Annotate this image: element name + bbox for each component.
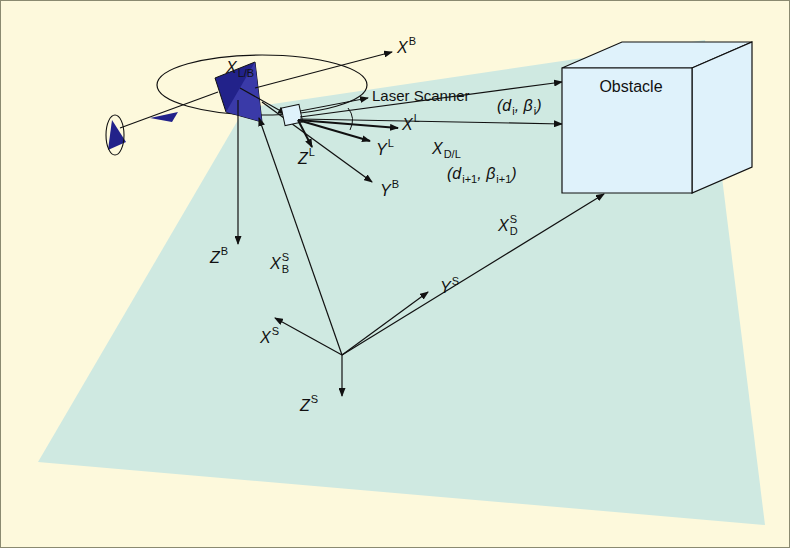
superscript: S	[452, 276, 459, 287]
superscript: L	[388, 138, 394, 149]
symbol-label: Y	[440, 280, 451, 296]
symbol-label: X	[402, 117, 413, 133]
position-vector	[259, 118, 342, 355]
subscript: B	[282, 264, 289, 275]
superscript: B	[392, 179, 399, 190]
symbol-label: )	[536, 98, 541, 114]
laser-beam	[300, 82, 562, 117]
symbol-label: )	[511, 166, 516, 182]
world-z-axis	[341, 355, 342, 396]
symbol-label: , β	[477, 166, 495, 182]
tail-fin	[108, 120, 126, 150]
subscript: i	[534, 106, 536, 117]
box-face	[692, 42, 752, 193]
subscript: D/L	[444, 149, 461, 160]
body-z-axis	[237, 100, 238, 244]
superscript: S	[282, 252, 289, 263]
subscript: i+1	[496, 174, 511, 185]
symbol-label: (d	[497, 98, 511, 114]
symbol-label: X	[226, 60, 237, 76]
symbol-label: , β	[515, 98, 533, 114]
body-x-axis	[255, 52, 392, 88]
superscript: L	[414, 113, 420, 124]
world-y-axis	[342, 292, 428, 355]
laser-z-axis	[298, 120, 312, 147]
offset-vector	[240, 88, 286, 114]
subscript: i	[512, 106, 514, 117]
tail-rotor	[106, 115, 124, 155]
superscript: B	[221, 246, 228, 257]
superscript: S	[311, 394, 318, 405]
symbol-label: Z	[210, 250, 220, 266]
rotor-disc	[157, 55, 367, 115]
symbol-label: X	[498, 218, 509, 234]
node-text: Obstacle	[562, 68, 700, 96]
ground-plane	[38, 40, 765, 525]
tail-fin	[150, 112, 178, 122]
symbol-label: X	[432, 141, 443, 157]
symbol-label: Z	[298, 151, 308, 167]
symbol-label: Y	[376, 142, 387, 158]
symbol-label: Z	[300, 398, 310, 414]
symbol-label: Y	[380, 183, 391, 199]
symbol-label: X	[270, 256, 281, 272]
obstacle-box: Obstacle	[562, 68, 700, 193]
superscript: S	[272, 326, 279, 337]
symbol-label: X	[397, 40, 408, 56]
superscript: L	[309, 147, 315, 158]
laser-y-axis	[298, 120, 370, 141]
body-y-axis	[262, 102, 372, 182]
world-x-axis	[275, 318, 342, 355]
superscript: B	[409, 36, 416, 47]
laser-beam	[300, 119, 562, 124]
part-label: Laser Scanner	[372, 88, 470, 103]
scan-angle-arc	[348, 108, 353, 130]
position-vector	[342, 194, 604, 355]
tail-boom	[120, 92, 218, 128]
subscript: i+1	[462, 174, 477, 185]
symbol-label: (d	[447, 166, 461, 182]
subscript: D	[510, 226, 518, 237]
symbol-label: X	[260, 330, 271, 346]
subscript: L/B	[238, 68, 255, 79]
superscript: S	[510, 214, 517, 225]
